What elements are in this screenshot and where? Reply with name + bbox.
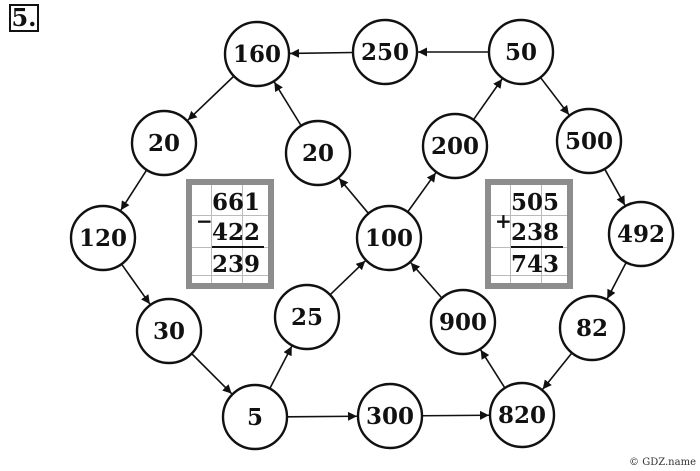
arrow-n250-to-n160 <box>289 48 354 58</box>
arrow-n50-to-n500 <box>539 76 570 116</box>
node-n300: 300 <box>356 382 424 450</box>
arrow-n82-to-n820 <box>542 352 573 390</box>
node-circle <box>221 383 289 451</box>
node-circle <box>488 381 556 449</box>
node-n120: 120 <box>69 204 137 272</box>
node-label: 30 <box>153 318 185 345</box>
arrow-n5-to-n25 <box>269 345 293 389</box>
edges <box>120 47 627 421</box>
arrow-n100-to-n200 <box>407 172 437 213</box>
node-circle <box>555 107 623 175</box>
subtraction-box: − 661 422 239 <box>186 179 274 289</box>
arrow-n900-to-n100 <box>410 262 443 299</box>
node-label: 500 <box>565 128 613 155</box>
node-label: 50 <box>505 39 537 66</box>
node-n50: 50 <box>487 18 555 86</box>
minuend: 661 <box>212 189 261 216</box>
difference: 239 <box>212 251 261 278</box>
node-n100: 100 <box>355 204 423 272</box>
arrow-n5-to-n300 <box>286 411 358 421</box>
node-circle <box>487 18 555 86</box>
node-label: 82 <box>576 315 608 342</box>
arrow-n492-to-n82 <box>606 262 627 300</box>
node-n500: 500 <box>555 107 623 175</box>
addend-2: 238 <box>511 219 563 248</box>
arrow-n120-to-n30 <box>120 263 151 305</box>
node-n250: 250 <box>351 18 419 86</box>
plus-sign: + <box>495 209 512 233</box>
node-circle <box>223 20 291 88</box>
node-n20b: 20 <box>284 119 352 187</box>
node-n160: 160 <box>223 20 291 88</box>
node-n20a: 20 <box>130 109 198 177</box>
arrow-n20a-to-n120 <box>120 169 148 211</box>
node-label: 120 <box>79 225 127 252</box>
node-n492: 492 <box>607 200 675 268</box>
node-label: 100 <box>365 225 413 252</box>
node-circle <box>356 382 424 450</box>
node-n900: 900 <box>429 288 497 356</box>
addition-box: + 505 238 743 <box>485 179 573 289</box>
node-n820: 820 <box>488 381 556 449</box>
node-label: 900 <box>439 309 487 336</box>
node-circle <box>558 294 626 362</box>
node-label: 20 <box>302 140 334 167</box>
arrow-n200-to-n50 <box>472 78 503 121</box>
node-circle <box>421 112 489 180</box>
nodes: 160 250 50 20 20 200 500 120 100 492 30 25 900 82 5 300… <box>69 18 675 451</box>
arrow-n20b-to-n160 <box>273 81 302 127</box>
node-circle <box>69 204 137 272</box>
node-label: 492 <box>617 221 665 248</box>
node-label: 160 <box>233 41 281 68</box>
node-circle <box>351 18 419 86</box>
node-label: 300 <box>366 403 414 430</box>
node-circle <box>135 297 203 365</box>
node-label: 20 <box>148 130 180 157</box>
arrow-n160-to-n20a <box>187 75 235 121</box>
node-circle <box>355 204 423 272</box>
node-n200: 200 <box>421 112 489 180</box>
arrow-n300-to-n820 <box>421 410 490 420</box>
node-label: 5 <box>247 404 263 431</box>
node-circle <box>607 200 675 268</box>
node-circle <box>284 119 352 187</box>
node-n25: 25 <box>273 283 341 351</box>
watermark: © GDZ.name <box>629 457 696 468</box>
addend-1: 505 <box>511 189 560 216</box>
node-n5: 5 <box>221 383 289 451</box>
node-label: 820 <box>498 402 546 429</box>
sum: 743 <box>511 251 560 278</box>
subtrahend: 422 <box>212 219 264 248</box>
arrow-n25-to-n100 <box>329 260 366 296</box>
arrow-n500-to-n492 <box>603 168 626 206</box>
arrow-n100-to-n20b <box>338 177 370 214</box>
node-label: 200 <box>431 133 479 160</box>
node-label: 250 <box>361 39 409 66</box>
arrow-n30-to-n5 <box>191 353 233 395</box>
node-n82: 82 <box>558 294 626 362</box>
node-n30: 30 <box>135 297 203 365</box>
node-circle <box>429 288 497 356</box>
task-number: 5. <box>9 4 39 32</box>
node-circle <box>273 283 341 351</box>
node-circle <box>130 109 198 177</box>
node-label: 25 <box>291 304 323 331</box>
arrow-n820-to-n900 <box>480 349 506 389</box>
minus-sign: − <box>196 209 213 233</box>
